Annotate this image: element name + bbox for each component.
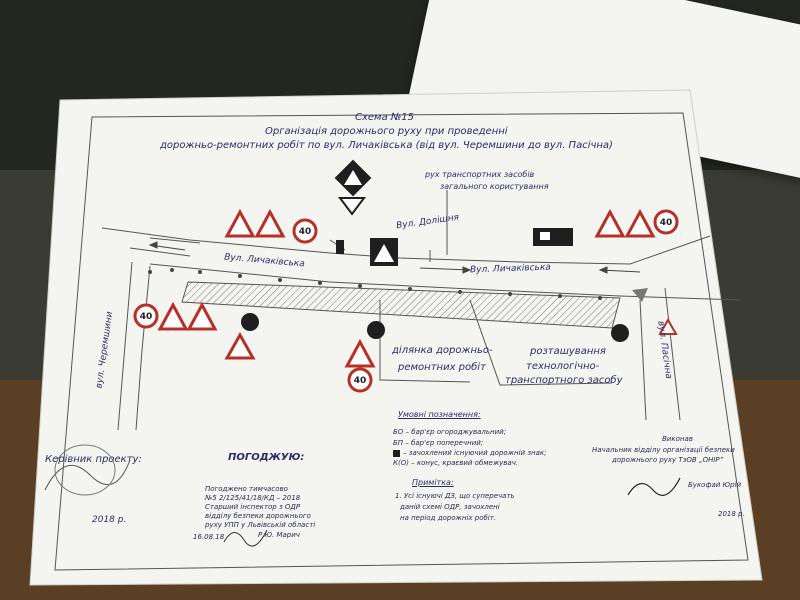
note-line-3: на період дорожніх робіт.: [400, 514, 497, 522]
warning-signs-group: [133, 159, 679, 393]
agree-label: ПОГОДЖУЮ:: [228, 452, 305, 463]
left-sign-date: 2018 р.: [92, 515, 127, 525]
exec-date: 2018 р.: [718, 510, 745, 518]
svg-text:40: 40: [299, 227, 312, 237]
note-line-2: даній схемі ОДР, зачохлені: [400, 503, 500, 511]
left-sign-label: Керівник проекту:: [45, 454, 142, 465]
doc-subtitle-1: Організація дорожнього руху при проведен…: [265, 126, 508, 137]
legend-title: Умовні позначення:: [398, 410, 481, 419]
note-line-1: 1. Усі існуючі ДЗ, що суперечать: [395, 492, 515, 500]
vehicle-label-3: транспортного засобу: [505, 375, 623, 386]
agree-name: Р.Ю. Марич: [258, 531, 300, 539]
svg-text:40: 40: [660, 218, 673, 228]
legend-item-1: БО – бар'єр огороджувальний;: [393, 428, 507, 436]
agree-line-5: руху УПП у Львівській області: [205, 521, 316, 529]
agree-line-2: №5 2/125/41/18/КД – 2018: [205, 494, 301, 502]
agree-line-4: відділу безпеки дорожнього: [205, 512, 311, 520]
doc-subtitle-2: дорожньо-ремонтних робіт по вул. Личаків…: [160, 140, 613, 151]
agree-line-3: Старший інспектор з ОДР: [205, 503, 301, 511]
road-lines: [101, 227, 741, 431]
speed-limit-labels: 40 40 40 40: [140, 218, 673, 386]
agree-signature: [223, 529, 268, 547]
left-signature-stamp: [44, 444, 131, 496]
paper: [29, 89, 763, 586]
note-traffic-2: загального користування: [440, 182, 549, 191]
legend-item-3: – зачохлений існуючий дорожній знак;: [403, 449, 547, 457]
traffic-arrows: [148, 241, 641, 274]
work-zone-label-2: ремонтних робіт: [398, 362, 486, 373]
work-zone-label-1: ділянка дорожньо-: [392, 345, 493, 356]
border: [54, 112, 749, 571]
agree-date: 16.08.18: [193, 533, 225, 541]
legend-item-4: К(О) – конус, краєвий обмежувач.: [393, 459, 519, 467]
note-title: Примітка:: [412, 478, 454, 487]
vehicle-label-2: технологічно-: [526, 361, 600, 372]
cone-dots: [148, 268, 602, 300]
work-zone-hatch: [181, 281, 621, 329]
agree-line-1: Погоджено тимчасово: [205, 485, 288, 493]
exec-title: Виконав: [662, 435, 693, 443]
exec-name: Букофай Юрій: [688, 481, 741, 489]
doc-title: Схема №15: [355, 112, 415, 123]
legend-item-2: БП – бар'єр поперечний;: [393, 439, 484, 447]
exec-line-1: Начальник відділу організації безпеки: [592, 446, 735, 454]
exec-line-2: дорожнього руху ТзОВ „ОНІР”: [612, 456, 724, 464]
legend-sign-icon: [393, 450, 400, 457]
vehicle-label-1: розташування: [530, 346, 606, 357]
exec-signature: [627, 477, 681, 496]
svg-text:40: 40: [354, 376, 367, 386]
note-traffic-1: рух транспортних засобів: [425, 170, 535, 179]
svg-text:40: 40: [140, 312, 153, 322]
